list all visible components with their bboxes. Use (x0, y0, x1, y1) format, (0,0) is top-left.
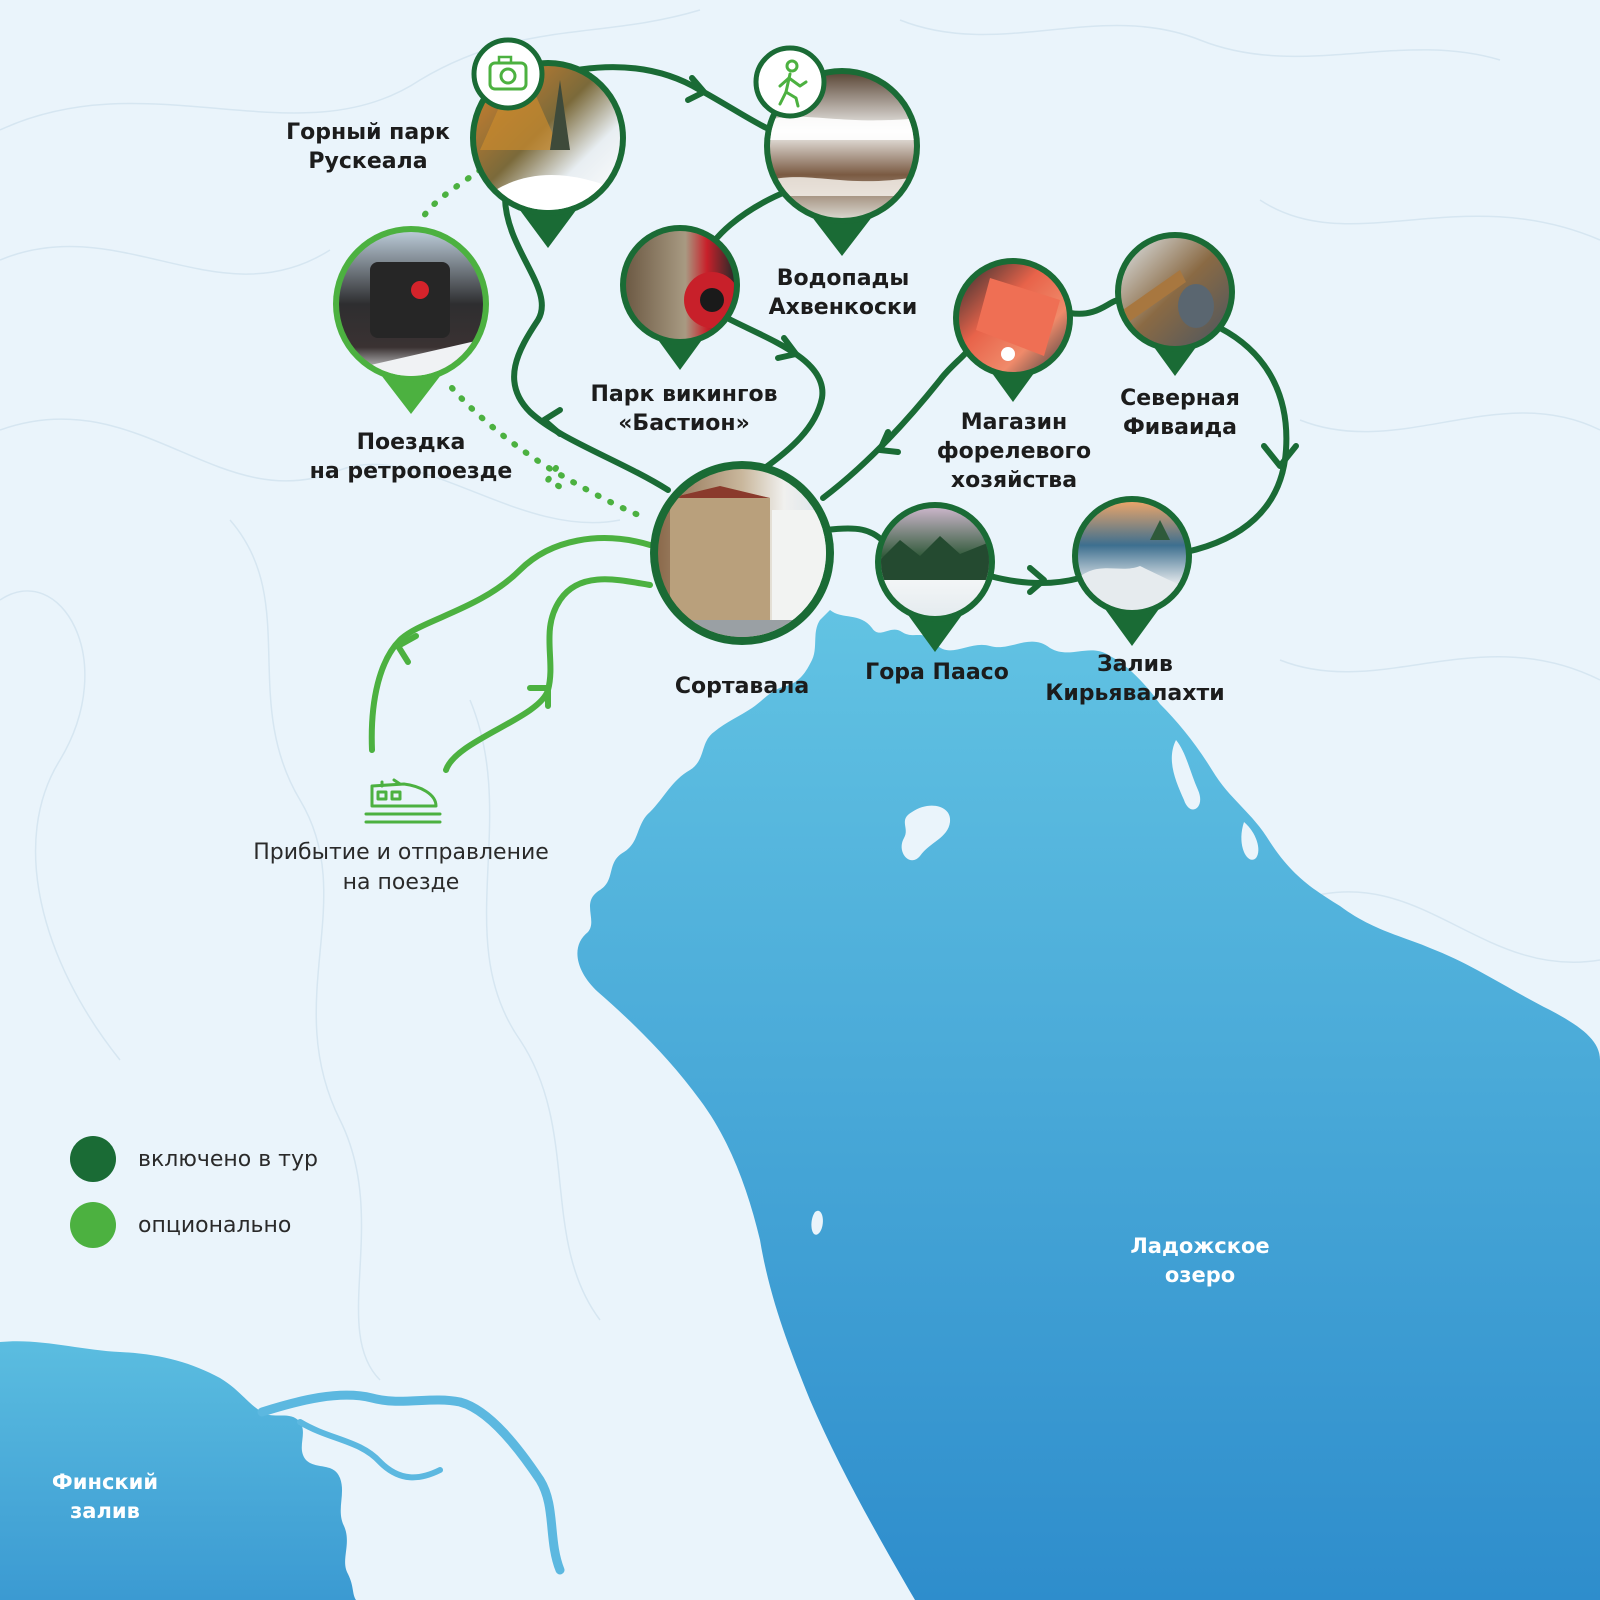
finnish-gulf (0, 1341, 356, 1600)
legend-dot-included (70, 1136, 116, 1182)
pin-paaso[interactable] (875, 502, 995, 652)
legend-label-included: включено в тур (138, 1146, 318, 1172)
legend-label-optional: опционально (138, 1212, 292, 1238)
label-kiryavalahti-line1: Залив (1097, 652, 1173, 677)
island (811, 1210, 823, 1235)
label-north-thebaid-line1: Северная (1120, 386, 1240, 411)
label-ruskeala: Горный парк Рускеала (268, 118, 468, 176)
label-north-thebaid: Северная Фиваида (1100, 384, 1260, 442)
camera-icon (471, 37, 545, 111)
label-bastion-line1: Парк викингов (590, 382, 778, 407)
neva-river (257, 1390, 565, 1575)
pin-trout-shop[interactable] (953, 258, 1073, 402)
pin-retro-train[interactable] (333, 226, 489, 414)
label-gulf-line1: Финский (51, 1470, 159, 1494)
label-trout-shop-line1: Магазин (960, 410, 1068, 435)
label-retro-train: Поездка на ретропоезде (296, 428, 526, 486)
label-retro-train-line1: Поездка (356, 430, 466, 455)
label-ladoga-line1: Ладожское (1130, 1234, 1270, 1258)
label-paaso-text: Гора Паасо (865, 660, 1009, 685)
island (1241, 822, 1259, 860)
label-ladoga-line2: озеро (1164, 1263, 1236, 1287)
route-arrows (541, 75, 1299, 595)
label-north-thebaid-line2: Фиваида (1122, 415, 1238, 440)
label-ladoga: Ладожское озеро (1110, 1232, 1290, 1290)
label-kiryavalahti-line2: Кирьявалахти (1045, 681, 1225, 706)
pin-north-thebaid[interactable] (1115, 232, 1235, 376)
canal (297, 1419, 443, 1481)
legend-dot-optional (70, 1202, 116, 1248)
label-sortavala: Сортавала (662, 672, 822, 701)
label-trout-shop-line3: хозяйства (950, 468, 1078, 493)
pin-bastion[interactable] (620, 225, 740, 370)
label-ahvenkoski-line1: Водопады (776, 266, 910, 291)
label-ahvenkoski-line2: Ахвенкоски (768, 295, 918, 320)
hiking-person-icon (753, 45, 827, 119)
route-optional-dotted (417, 167, 649, 521)
label-train-arrival: Прибытие и отправление на поезде (236, 838, 566, 898)
pin-sortavala[interactable] (650, 461, 850, 650)
label-sortavala-text: Сортавала (674, 674, 810, 699)
label-gulf-line2: залив (70, 1499, 140, 1523)
label-train-line2: на поезде (342, 870, 460, 895)
island (901, 805, 951, 861)
dotted-arrow (545, 465, 565, 491)
contour-lines (0, 9, 1600, 1381)
legend-item-optional: опционально (70, 1202, 291, 1248)
ladoga-lake (577, 610, 1600, 1600)
label-trout-shop: Магазин форелевого хозяйства (924, 408, 1104, 495)
route-optional (368, 535, 653, 773)
label-ruskeala-line2: Рускеала (308, 149, 428, 174)
island (1171, 740, 1201, 810)
train-icon (364, 778, 442, 824)
label-trout-shop-line2: форелевого (936, 439, 1092, 464)
label-paaso: Гора Паасо (852, 658, 1022, 687)
legend-item-included: включено в тур (70, 1136, 318, 1182)
route-optional-arrows (395, 633, 551, 709)
label-train-line1: Прибытие и отправление (253, 840, 549, 865)
pin-kiryavalahti[interactable] (1072, 496, 1192, 646)
label-ruskeala-line1: Горный парк (286, 120, 450, 145)
label-finnish-gulf: Финский залив (30, 1468, 180, 1526)
label-bastion: Парк викингов «Бастион» (574, 380, 794, 438)
label-retro-train-line2: на ретропоезде (309, 459, 513, 484)
label-ahvenkoski: Водопады Ахвенкоски (748, 264, 938, 322)
label-kiryavalahti: Залив Кирьявалахти (1030, 650, 1240, 708)
label-bastion-line2: «Бастион» (618, 411, 750, 436)
